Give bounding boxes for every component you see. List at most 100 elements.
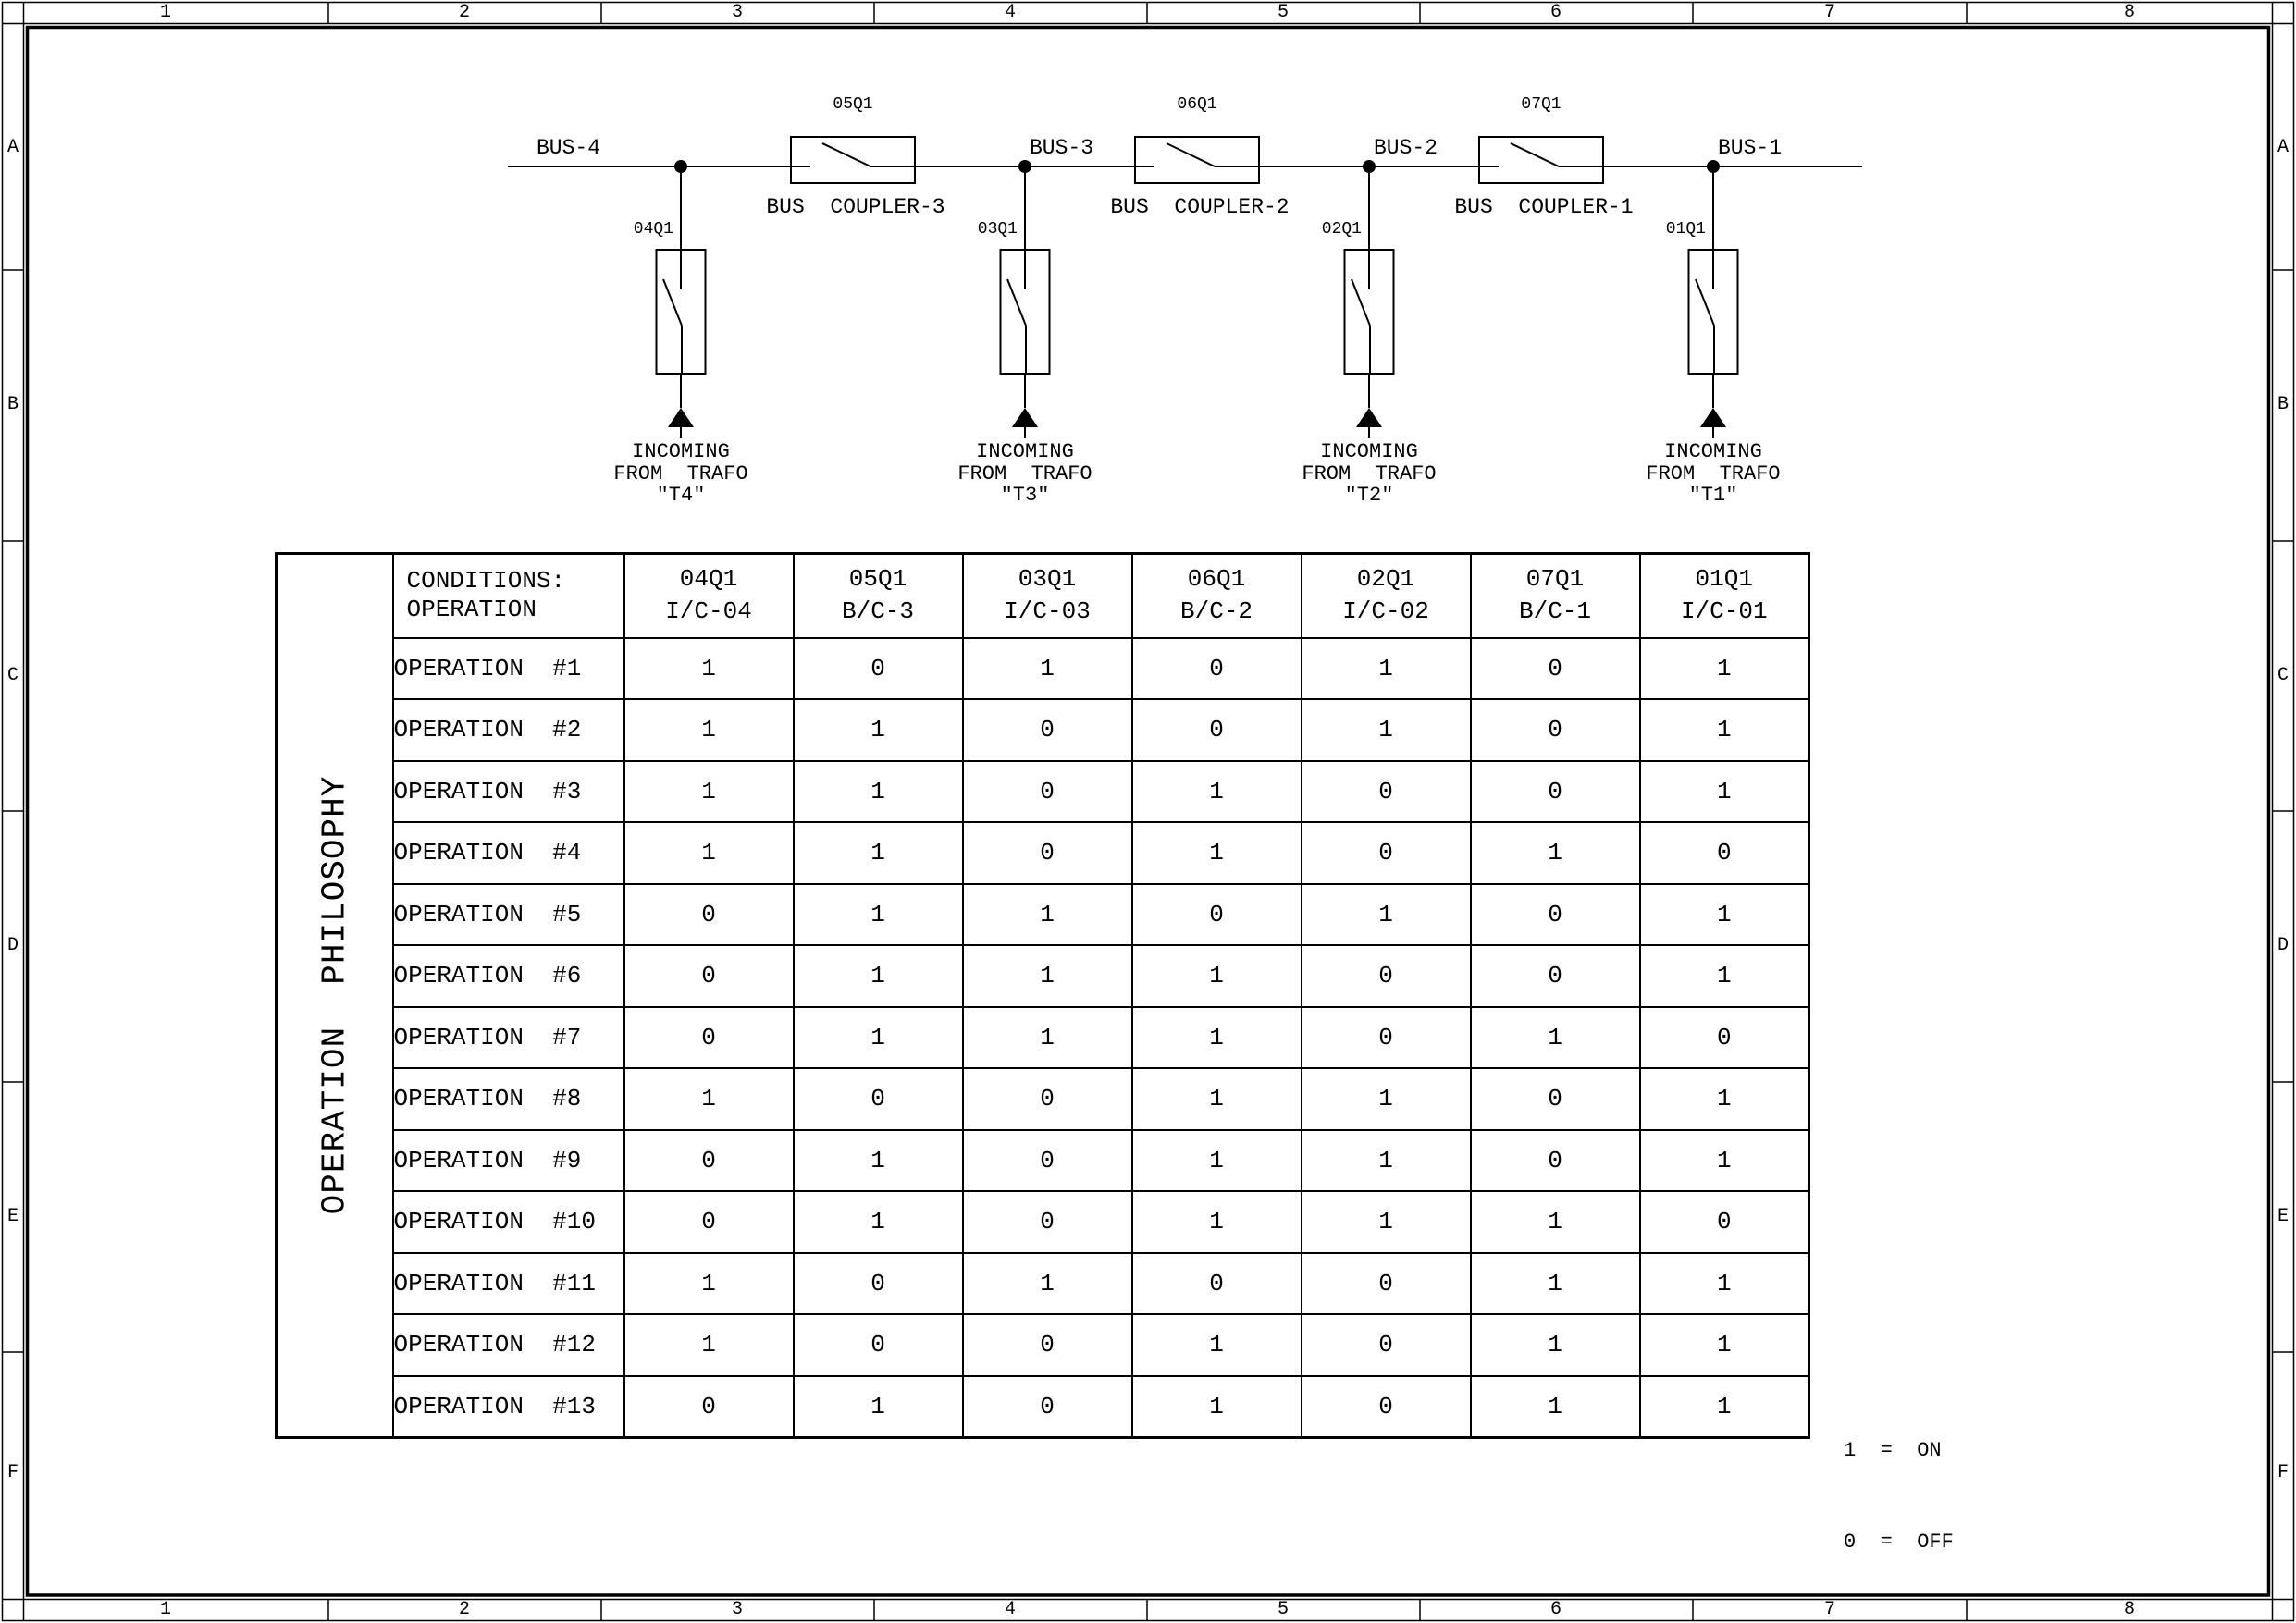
ruler-col-bottom: 3: [731, 1599, 743, 1620]
col-header-name: I/C-04: [665, 597, 752, 626]
value-cell: 1: [1469, 821, 1641, 885]
value-cell: 1: [1469, 1190, 1641, 1254]
coupler-box: [1134, 136, 1260, 184]
table-corner-line: OPERATION: [406, 596, 537, 624]
value-cell: 0: [1300, 1251, 1472, 1315]
ruler-row-left: C: [6, 665, 19, 686]
ruler-col-bottom: 1: [159, 1599, 171, 1620]
value-cell: 1: [961, 1251, 1133, 1315]
col-header-name: B/C-2: [1179, 597, 1253, 626]
coupler-blade: [1510, 142, 1560, 167]
value-cell: 1: [1638, 636, 1810, 700]
incoming-label-line: INCOMING: [1320, 440, 1418, 463]
value-cell: 1: [792, 944, 964, 1008]
value-cell: 0: [961, 1313, 1133, 1377]
value-cell: 1: [623, 821, 795, 885]
bus-junction: [1018, 160, 1031, 173]
value-cell: 0: [1300, 759, 1472, 823]
ruler-row-right: F: [2277, 1462, 2289, 1483]
value-cell: 0: [1300, 944, 1472, 1008]
value-cell: 1: [792, 882, 964, 946]
ruler-col-bottom: 4: [1004, 1599, 1016, 1620]
value-cell: 0: [1638, 821, 1810, 885]
row-label: OPERATION #7: [391, 1005, 625, 1069]
ruler-row-right: B: [2277, 394, 2289, 415]
coupler-name-label: BUS COUPLER-2: [1110, 195, 1290, 219]
ruler-col-top: 6: [1549, 2, 1562, 23]
incoming-label-line: INCOMING: [976, 440, 1074, 463]
bus-coupler-bay-07Q1: [1478, 136, 1604, 184]
value-cell: 1: [1130, 1374, 1302, 1438]
col-header-code: 05Q1: [848, 565, 907, 594]
value-cell: 0: [961, 1374, 1133, 1438]
incoming-bay-04Q1: [655, 160, 707, 438]
row-label: OPERATION #13: [391, 1374, 625, 1438]
switchgear-symbols: [655, 136, 1739, 438]
col-header-code: 03Q1: [1018, 565, 1077, 594]
value-cell: 0: [1300, 1005, 1472, 1069]
row-label: OPERATION #3: [391, 759, 625, 823]
col-header-code: 07Q1: [1525, 565, 1585, 594]
ruler-col-bottom: 2: [458, 1599, 470, 1620]
value-cell: 1: [1638, 1128, 1810, 1192]
value-cell: 1: [1130, 1313, 1302, 1377]
incoming-bay-03Q1: [999, 160, 1051, 438]
breaker-code-label: 01Q1: [1665, 220, 1706, 239]
col-header-name: B/C-3: [841, 597, 914, 626]
value-cell: 0: [623, 944, 795, 1008]
value-cell: 0: [1638, 1005, 1810, 1069]
row-label: OPERATION #11: [391, 1251, 625, 1315]
value-cell: 0: [792, 1251, 964, 1315]
coupler-code-label: 07Q1: [1521, 95, 1562, 114]
ruler-col-top: 5: [1277, 2, 1289, 23]
ruler-row-left: B: [6, 394, 19, 415]
bus-junction: [1363, 160, 1376, 173]
coupler-name-label: BUS COUPLER-1: [1454, 195, 1634, 219]
value-cell: 1: [1300, 882, 1472, 946]
ruler-col-bottom: 8: [2123, 1599, 2135, 1620]
row-label: OPERATION #2: [391, 698, 625, 762]
breaker-blade: [1695, 278, 1715, 326]
bus-junction: [1707, 160, 1720, 173]
value-cell: 1: [1130, 821, 1302, 885]
coupler-code-label: 06Q1: [1177, 95, 1217, 114]
incoming-label-line: FROM TRAFO: [613, 461, 748, 486]
value-cell: 0: [961, 1128, 1133, 1192]
value-cell: 1: [1300, 698, 1472, 762]
value-cell: 1: [1469, 1005, 1641, 1069]
row-label: OPERATION #1: [391, 636, 625, 700]
ruler-row-left: D: [6, 935, 19, 956]
ruler-col-bottom: 7: [1823, 1599, 1835, 1620]
value-cell: 0: [623, 882, 795, 946]
value-cell: 0: [1469, 759, 1641, 823]
value-cell: 0: [792, 1067, 964, 1131]
value-cell: 1: [1638, 1067, 1810, 1131]
value-cell: 1: [1300, 1067, 1472, 1131]
col-header-code: 04Q1: [679, 565, 738, 594]
value-cell: 0: [1300, 1374, 1472, 1438]
row-label: OPERATION #5: [391, 882, 625, 946]
col-header-code: 06Q1: [1187, 565, 1246, 594]
legend-line-on: 1 = ON: [1844, 1439, 1942, 1462]
value-cell: 1: [792, 1190, 964, 1254]
value-cell: 1: [792, 1374, 964, 1438]
value-cell: 1: [623, 1313, 795, 1377]
row-label: OPERATION #6: [391, 944, 625, 1008]
value-cell: 1: [792, 759, 964, 823]
row-label: OPERATION #8: [391, 1067, 625, 1131]
